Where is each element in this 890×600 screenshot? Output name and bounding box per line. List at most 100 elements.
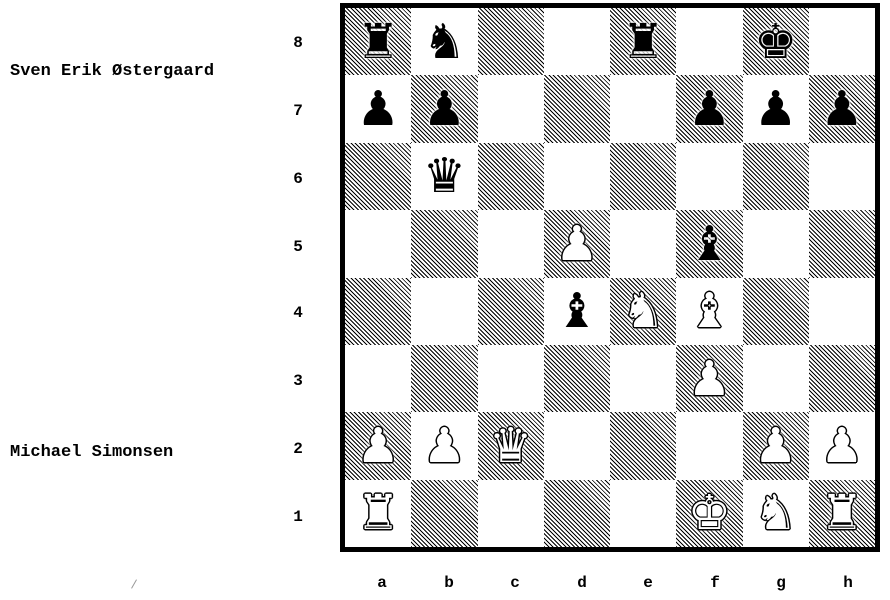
rank-label-5: 5: [290, 238, 306, 256]
square-e7[interactable]: [610, 75, 676, 142]
square-b5[interactable]: [411, 210, 477, 277]
square-b1[interactable]: [411, 480, 477, 547]
square-d1[interactable]: [544, 480, 610, 547]
square-a1[interactable]: ♜: [345, 480, 411, 547]
black-pawn-a7[interactable]: ♟: [357, 85, 400, 133]
black-king-g8[interactable]: ♚: [754, 18, 797, 66]
square-d4[interactable]: ♝: [544, 278, 610, 345]
square-c2[interactable]: ♛: [478, 412, 544, 479]
square-c8[interactable]: [478, 8, 544, 75]
square-d7[interactable]: [544, 75, 610, 142]
bottom-player-name: Michael Simonsen: [10, 443, 173, 462]
square-a3[interactable]: [345, 345, 411, 412]
white-pawn-d5[interactable]: ♟: [555, 220, 598, 268]
black-knight-b8[interactable]: ♞: [423, 18, 466, 66]
square-c1[interactable]: [478, 480, 544, 547]
rank-label-7: 7: [290, 102, 306, 120]
square-c7[interactable]: [478, 75, 544, 142]
square-b3[interactable]: [411, 345, 477, 412]
white-rook-a1[interactable]: ♜: [357, 489, 400, 537]
square-f7[interactable]: ♟: [676, 75, 742, 142]
square-a8[interactable]: ♜: [345, 8, 411, 75]
square-e6[interactable]: [610, 143, 676, 210]
square-f8[interactable]: [676, 8, 742, 75]
black-pawn-h7[interactable]: ♟: [820, 85, 863, 133]
square-c5[interactable]: [478, 210, 544, 277]
square-f3[interactable]: ♟: [676, 345, 742, 412]
square-a7[interactable]: ♟: [345, 75, 411, 142]
white-bishop-f4[interactable]: ♝: [688, 287, 731, 335]
square-g1[interactable]: ♞: [743, 480, 809, 547]
black-bishop-f5[interactable]: ♝: [688, 220, 731, 268]
square-f6[interactable]: [676, 143, 742, 210]
square-c3[interactable]: [478, 345, 544, 412]
square-a6[interactable]: [345, 143, 411, 210]
square-b4[interactable]: [411, 278, 477, 345]
black-rook-e8[interactable]: ♜: [622, 18, 665, 66]
chess-board: ♜ ♞ ♜ ♚ ♟ ♟ ♟ ♟ ♟ ♛ ♟ ♝ ♝ ♞ ♝ ♟ ♟ ♟ ♛ ♟ ♟ ♜ ♚ ♞ ♜: [340, 3, 880, 552]
file-label-a: a: [348, 574, 416, 592]
black-bishop-d4[interactable]: ♝: [555, 287, 598, 335]
square-d5[interactable]: ♟: [544, 210, 610, 277]
square-a2[interactable]: ♟: [345, 412, 411, 479]
square-d2[interactable]: [544, 412, 610, 479]
black-queen-b6[interactable]: ♛: [423, 152, 466, 200]
square-h7[interactable]: ♟: [809, 75, 875, 142]
square-e3[interactable]: [610, 345, 676, 412]
white-knight-g1[interactable]: ♞: [754, 489, 797, 537]
square-h2[interactable]: ♟: [809, 412, 875, 479]
square-f2[interactable]: [676, 412, 742, 479]
white-king-f1[interactable]: ♚: [688, 489, 731, 537]
square-e8[interactable]: ♜: [610, 8, 676, 75]
square-g4[interactable]: [743, 278, 809, 345]
square-d6[interactable]: [544, 143, 610, 210]
square-f4[interactable]: ♝: [676, 278, 742, 345]
square-e5[interactable]: [610, 210, 676, 277]
file-label-f: f: [681, 574, 749, 592]
white-pawn-f3[interactable]: ♟: [688, 355, 731, 403]
square-a4[interactable]: [345, 278, 411, 345]
white-pawn-g2[interactable]: ♟: [754, 422, 797, 470]
square-b6[interactable]: ♛: [411, 143, 477, 210]
square-h6[interactable]: [809, 143, 875, 210]
file-label-g: g: [747, 574, 815, 592]
black-rook-a8[interactable]: ♜: [357, 18, 400, 66]
square-c4[interactable]: [478, 278, 544, 345]
square-f5[interactable]: ♝: [676, 210, 742, 277]
square-g2[interactable]: ♟: [743, 412, 809, 479]
square-d8[interactable]: [544, 8, 610, 75]
rank-label-4: 4: [290, 304, 306, 322]
white-pawn-h2[interactable]: ♟: [820, 422, 863, 470]
square-c6[interactable]: [478, 143, 544, 210]
square-e1[interactable]: [610, 480, 676, 547]
square-d3[interactable]: [544, 345, 610, 412]
square-h3[interactable]: [809, 345, 875, 412]
black-pawn-g7[interactable]: ♟: [754, 85, 797, 133]
file-label-e: e: [614, 574, 682, 592]
square-g7[interactable]: ♟: [743, 75, 809, 142]
square-b2[interactable]: ♟: [411, 412, 477, 479]
white-pawn-b2[interactable]: ♟: [423, 422, 466, 470]
square-a5[interactable]: [345, 210, 411, 277]
square-e4[interactable]: ♞: [610, 278, 676, 345]
black-pawn-f7[interactable]: ♟: [688, 85, 731, 133]
white-knight-e4[interactable]: ♞: [622, 287, 665, 335]
square-e2[interactable]: [610, 412, 676, 479]
white-rook-h1[interactable]: ♜: [820, 489, 863, 537]
white-queen-c2[interactable]: ♛: [489, 422, 532, 470]
black-pawn-b7[interactable]: ♟: [423, 85, 466, 133]
square-g3[interactable]: [743, 345, 809, 412]
stray-pen-mark: [131, 579, 144, 592]
square-f1[interactable]: ♚: [676, 480, 742, 547]
square-b7[interactable]: ♟: [411, 75, 477, 142]
square-b8[interactable]: ♞: [411, 8, 477, 75]
square-h8[interactable]: [809, 8, 875, 75]
square-h4[interactable]: [809, 278, 875, 345]
white-pawn-a2[interactable]: ♟: [357, 422, 400, 470]
square-g8[interactable]: ♚: [743, 8, 809, 75]
square-g5[interactable]: [743, 210, 809, 277]
rank-label-6: 6: [290, 170, 306, 188]
square-h5[interactable]: [809, 210, 875, 277]
square-h1[interactable]: ♜: [809, 480, 875, 547]
square-g6[interactable]: [743, 143, 809, 210]
